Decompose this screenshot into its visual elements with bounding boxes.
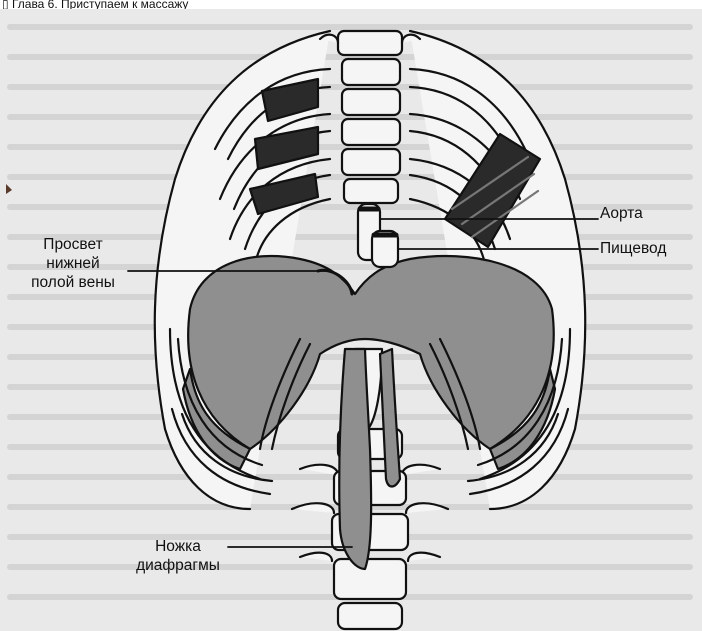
chapter-title: Глава 6. Приступаем к массажу — [12, 0, 189, 9]
scanned-page: Аорта Пищевод Просвет нижней полой вены … — [0, 9, 702, 631]
book-icon: ▯ — [2, 0, 12, 9]
label-esophagus: Пищевод — [600, 239, 666, 258]
label-ivc-line-3: полой вены — [18, 273, 128, 292]
diaphragm-anatomy-illustration — [0, 9, 702, 631]
upper-spine — [320, 31, 420, 203]
label-crus-line-1: Ножка — [128, 537, 228, 556]
label-aorta: Аорта — [600, 204, 643, 223]
label-ivc-opening: Просвет нижней полой вены — [18, 235, 128, 292]
page-header: ▯ Глава 6. Приступаем к массажу — [0, 0, 702, 9]
label-ivc-line-2: нижней — [18, 254, 128, 273]
diaphragm-crus — [339, 349, 371, 569]
ink-mark — [6, 184, 12, 194]
label-crus-line-2: диафрагмы — [128, 556, 228, 575]
label-diaphragm-crus: Ножка диафрагмы — [128, 537, 228, 575]
label-ivc-line-1: Просвет — [18, 235, 128, 254]
